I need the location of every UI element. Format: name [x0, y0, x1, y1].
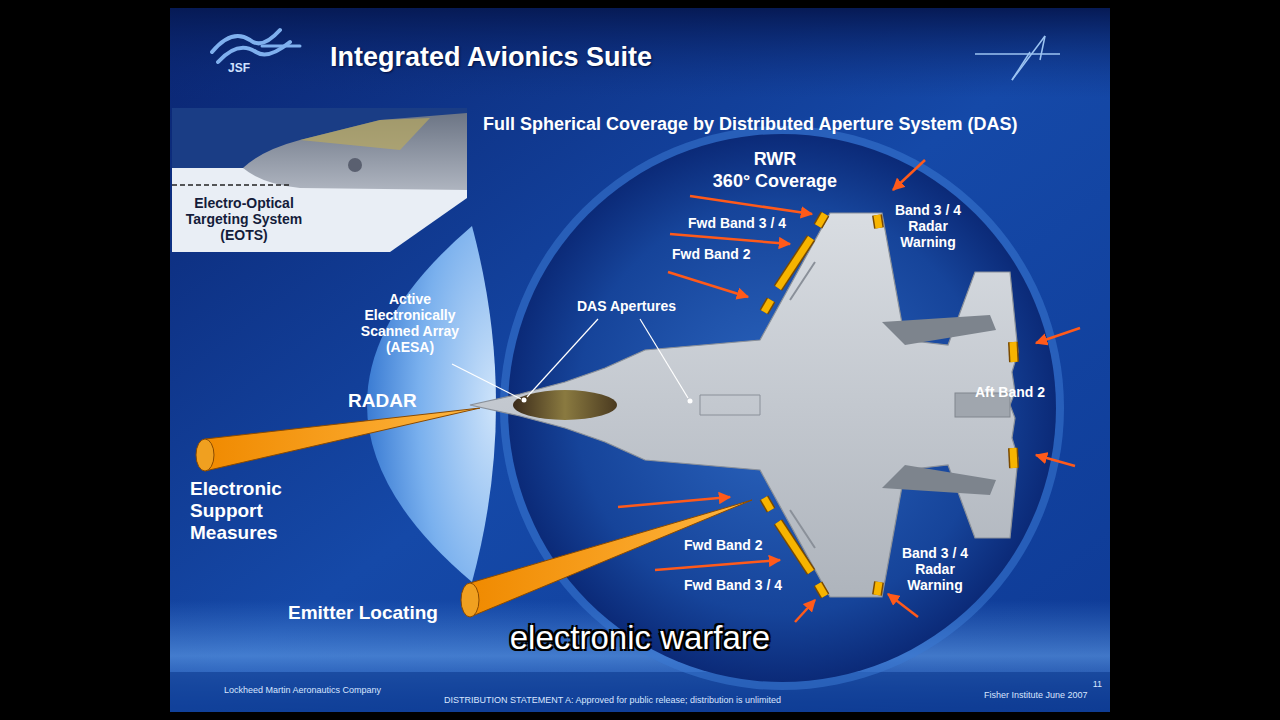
subtitle: Full Spherical Coverage by Distributed A…: [483, 114, 1103, 135]
panel-text: Electro-Optical Targeting System (EOTS): [180, 195, 308, 243]
eots-panel: Electro-Optical Targeting System (EOTS): [176, 193, 312, 246]
page-number: 11: [1080, 679, 1102, 689]
antenna-label: Band 3 / 4 Radar Warning: [893, 545, 977, 593]
antenna-label: Aft Band 2: [975, 384, 1075, 400]
antenna-label: Fwd Band 2: [672, 246, 772, 262]
footer-note: DISTRIBUTION STATEMENT A: Approved for p…: [444, 695, 844, 705]
subtitle-caption: electronic warfare: [340, 619, 940, 657]
antenna-label: Fwd Band 3 / 4: [688, 215, 803, 231]
eots-inset: [172, 108, 467, 252]
aircraft: [470, 213, 1018, 597]
part-label: DAS Apertures: [577, 298, 707, 314]
logo-text: JSF: [228, 62, 288, 76]
threat-arrows: [618, 160, 1080, 622]
coverage-heading: RWR: [715, 149, 835, 170]
lockheed-star-logo: [975, 36, 1060, 80]
antenna-label: Fwd Band 3 / 4: [684, 577, 799, 593]
coverage-heading: 360° Coverage: [685, 171, 865, 192]
leader-lines: [452, 319, 688, 399]
footer-note: Lockheed Martin Aeronautics Company: [224, 685, 444, 695]
slide-title: Integrated Avionics Suite: [330, 42, 652, 73]
function-label: Emitter Locating: [288, 602, 463, 624]
antenna-label: Fwd Band 2: [684, 537, 784, 553]
antenna-label: Band 3 / 4 Radar Warning: [886, 202, 970, 250]
part-label: Active Electronically Scanned Array (AES…: [343, 291, 477, 355]
function-label: Electronic Support Measures: [190, 478, 315, 544]
part-label: RADAR: [348, 390, 448, 412]
antenna-apertures: [764, 214, 1014, 596]
jsf-logo: [212, 30, 300, 62]
footer-note: Fisher Institute June 2007: [984, 690, 1108, 700]
